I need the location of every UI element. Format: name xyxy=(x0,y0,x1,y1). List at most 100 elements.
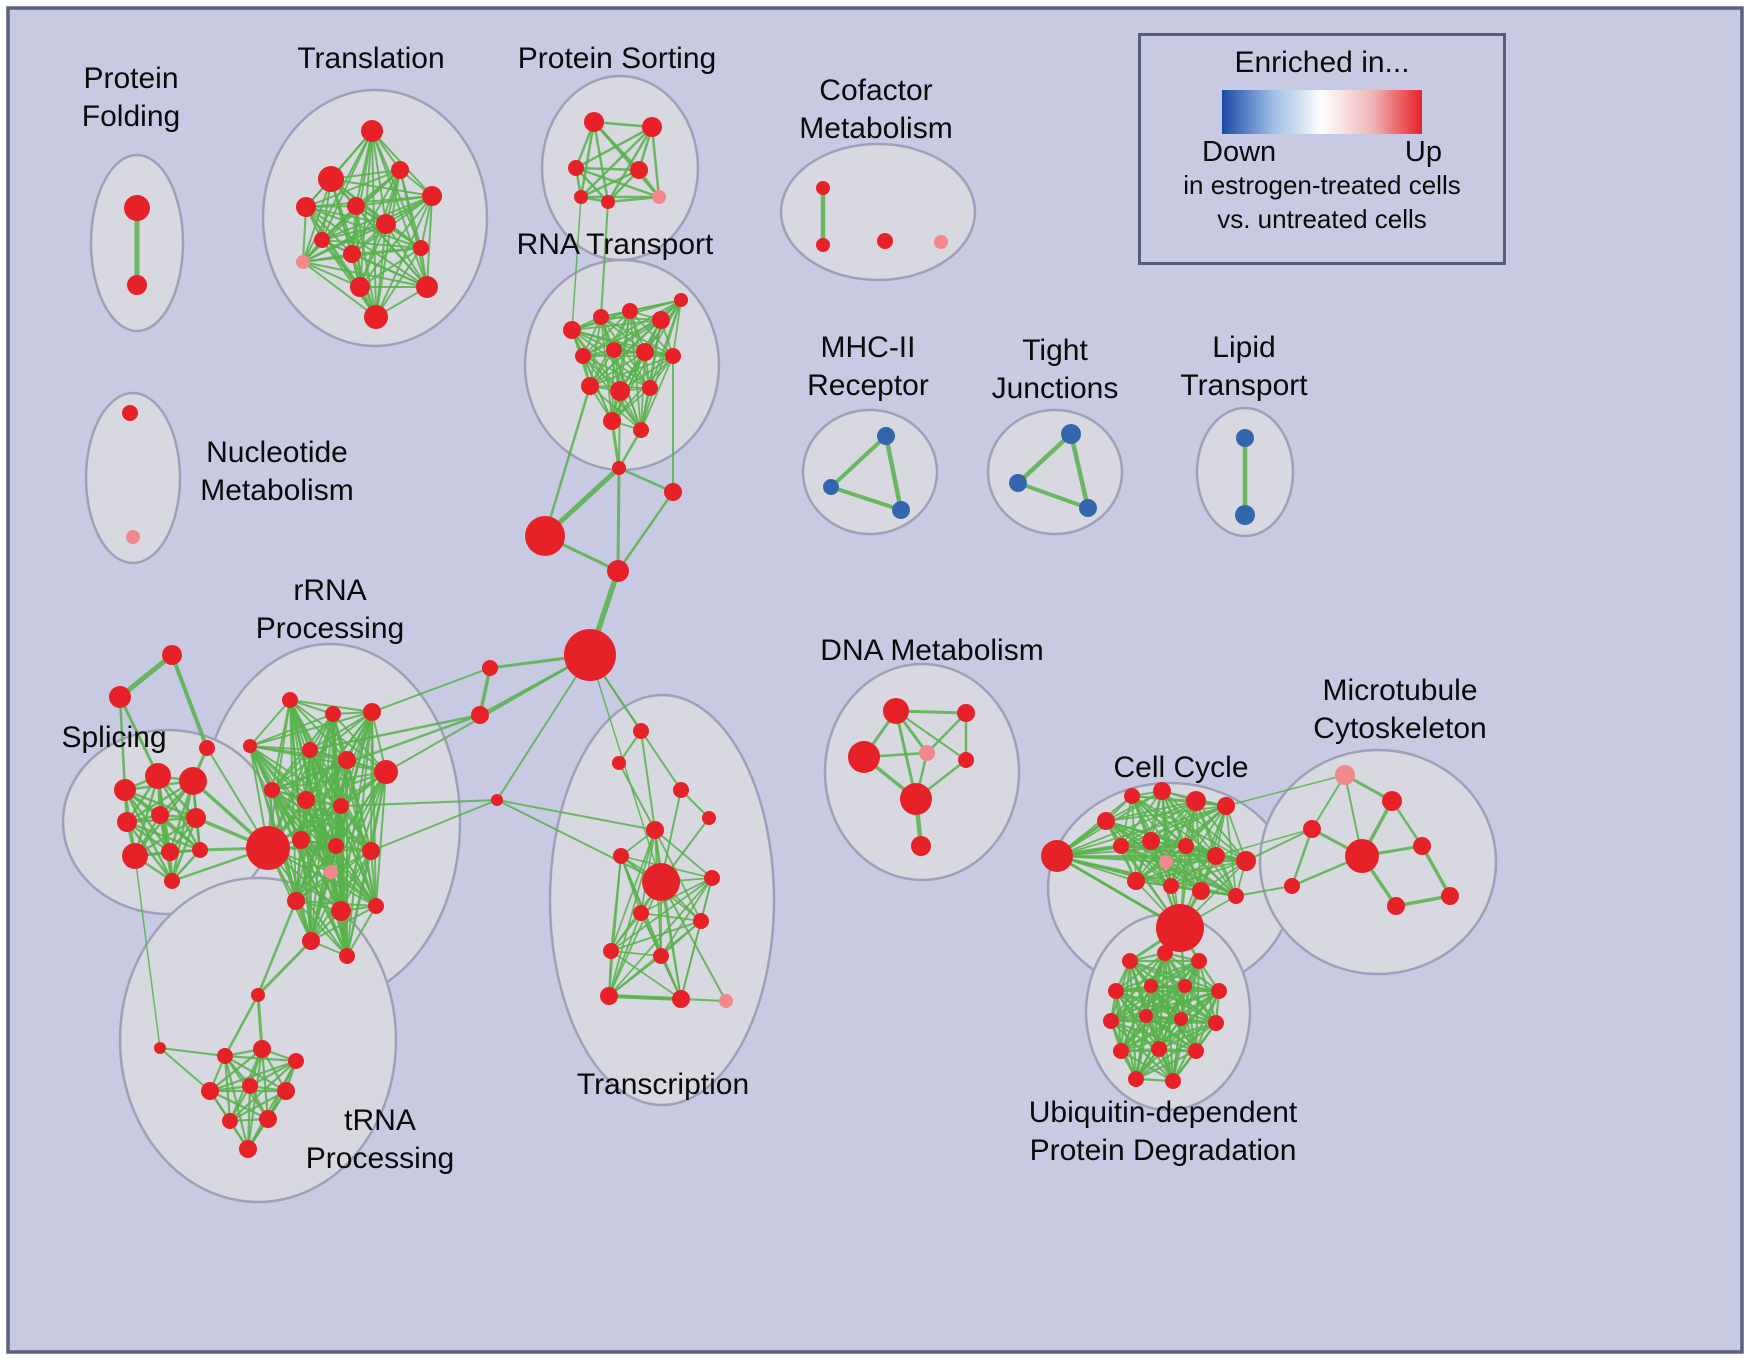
label-splicing: Splicing xyxy=(61,721,166,754)
label-protein-folding: Folding xyxy=(82,100,180,133)
node-dm1 xyxy=(883,698,909,724)
edge-ub8-ub11 xyxy=(1109,1019,1218,1025)
node-rr10 xyxy=(333,798,349,814)
edge-rr10-rr13 xyxy=(340,805,372,852)
edge-tl10-tl12 xyxy=(359,247,422,288)
node-cm4 xyxy=(934,235,948,249)
edge-tj2-tj3 xyxy=(1016,481,1090,510)
edge-y2-sp1 xyxy=(118,695,127,792)
edge-tr0-tr1 xyxy=(223,993,260,1058)
edge-x7-rr5 xyxy=(308,713,482,752)
node-sp6 xyxy=(186,808,206,828)
node-tl3 xyxy=(296,197,316,217)
edge-tl5-tl12 xyxy=(359,195,433,288)
label-mhc-ii-receptor: MHC-II xyxy=(821,331,916,364)
edge-tx8-tx10 xyxy=(610,912,642,952)
edge-ps1-ps5 xyxy=(579,120,596,199)
node-rr16 xyxy=(331,901,351,921)
node-x6 xyxy=(482,660,498,676)
node-mt2 xyxy=(1382,791,1402,811)
node-tx9 xyxy=(693,913,709,929)
edge-x3-x4 xyxy=(616,490,675,573)
node-tr2 xyxy=(253,1040,271,1058)
label-dna-metabolism: DNA Metabolism xyxy=(820,634,1043,667)
edge-rt2-rt8 xyxy=(600,316,646,353)
node-tx6 xyxy=(613,848,629,864)
edge-rt9-rt10 xyxy=(589,355,674,387)
node-rt1 xyxy=(563,321,581,339)
node-tx12 xyxy=(600,987,618,1005)
edge-cc4-cc7 xyxy=(1120,790,1163,847)
edge-ps1-ps7 xyxy=(592,120,661,199)
node-dm6 xyxy=(900,783,932,815)
edge-rr12-rr17 xyxy=(335,845,377,907)
edge-rt8-rt10 xyxy=(589,351,646,387)
node-tx5 xyxy=(646,821,664,839)
node-tl2 xyxy=(318,166,344,192)
edge-ps2-ps6 xyxy=(606,125,654,204)
node-ps7 xyxy=(652,190,666,204)
node-pf2 xyxy=(127,275,147,295)
edge-tl8-tl10 xyxy=(321,239,422,249)
edge-tl10-tl11 xyxy=(302,247,422,263)
edge-cc3-cc7 xyxy=(1120,795,1133,847)
edge-rr6-rr11 xyxy=(300,759,348,841)
node-y3 xyxy=(199,740,215,756)
label-tight-junctions: Tight xyxy=(1022,334,1088,367)
edge-tx8-tx9 xyxy=(640,912,702,922)
edge-rt5-rt7 xyxy=(613,299,682,351)
node-x2 xyxy=(525,516,565,556)
node-rr4 xyxy=(243,739,257,753)
edge-cc6-mt1 xyxy=(1225,774,1346,807)
edge-rt4-rt6 xyxy=(582,319,662,357)
node-mt5 xyxy=(1413,837,1431,855)
edge-tr0-tr2 xyxy=(256,993,264,1051)
edge-rr4-rr7 xyxy=(249,745,387,773)
legend-endpoint-labels: Down Up xyxy=(1202,136,1442,169)
edge-rr10-rr17 xyxy=(340,805,377,907)
node-cc9 xyxy=(1178,838,1194,854)
edge-cc6-cc8 xyxy=(1150,805,1227,842)
edge-tl4-tl13 xyxy=(399,169,428,288)
edge-x8-rr10 xyxy=(340,799,498,807)
node-rt3 xyxy=(622,303,638,319)
edge-rr7-rr17 xyxy=(375,771,387,907)
node-tl8 xyxy=(314,232,330,248)
node-ps5 xyxy=(574,190,588,204)
node-rr14 xyxy=(324,865,338,879)
edge-tx5-tx7 xyxy=(654,829,713,879)
edge-rr8-rr18 xyxy=(271,789,312,942)
edge-cc12-cc13 xyxy=(1135,860,1247,882)
edge-rr1-rr3 xyxy=(289,699,373,713)
edge-ub9-ub15 xyxy=(1134,1014,1148,1081)
legend: Enriched in... Down Up in estrogen-treat… xyxy=(1138,33,1506,265)
node-mt7 xyxy=(1387,897,1405,915)
node-lt2 xyxy=(1235,505,1255,525)
edge-cc3-cc6 xyxy=(1131,795,1227,807)
label-cofactor-metabolism: Metabolism xyxy=(799,112,952,145)
node-mh1 xyxy=(877,427,895,445)
node-mt3 xyxy=(1303,820,1321,838)
node-tl12 xyxy=(350,277,370,297)
label-trna-processing: tRNA xyxy=(344,1104,416,1137)
edge-rt5-rt6 xyxy=(582,299,682,357)
node-rt13 xyxy=(603,412,621,430)
edge-rr12-rr15 xyxy=(295,845,337,902)
legend-caption-line1: in estrogen-treated cells xyxy=(1183,170,1461,200)
node-ps1 xyxy=(584,112,604,132)
node-tx4 xyxy=(702,811,716,825)
edge-ps6-ps7 xyxy=(606,195,661,204)
edge-rr7-rr8 xyxy=(271,771,387,791)
node-tr6 xyxy=(277,1082,295,1100)
node-tl4 xyxy=(391,161,409,179)
edge-tx1-tx5 xyxy=(640,730,656,831)
node-cc7 xyxy=(1113,838,1129,854)
label-lipid-transport: Lipid xyxy=(1212,331,1275,364)
edge-tl10-tl14 xyxy=(375,247,422,318)
edge-tr0-rr15 xyxy=(256,899,298,997)
label-rrna-processing: Processing xyxy=(256,612,404,645)
node-ub8 xyxy=(1103,1013,1119,1029)
node-mt4 xyxy=(1345,839,1379,873)
node-tx10 xyxy=(603,943,619,959)
